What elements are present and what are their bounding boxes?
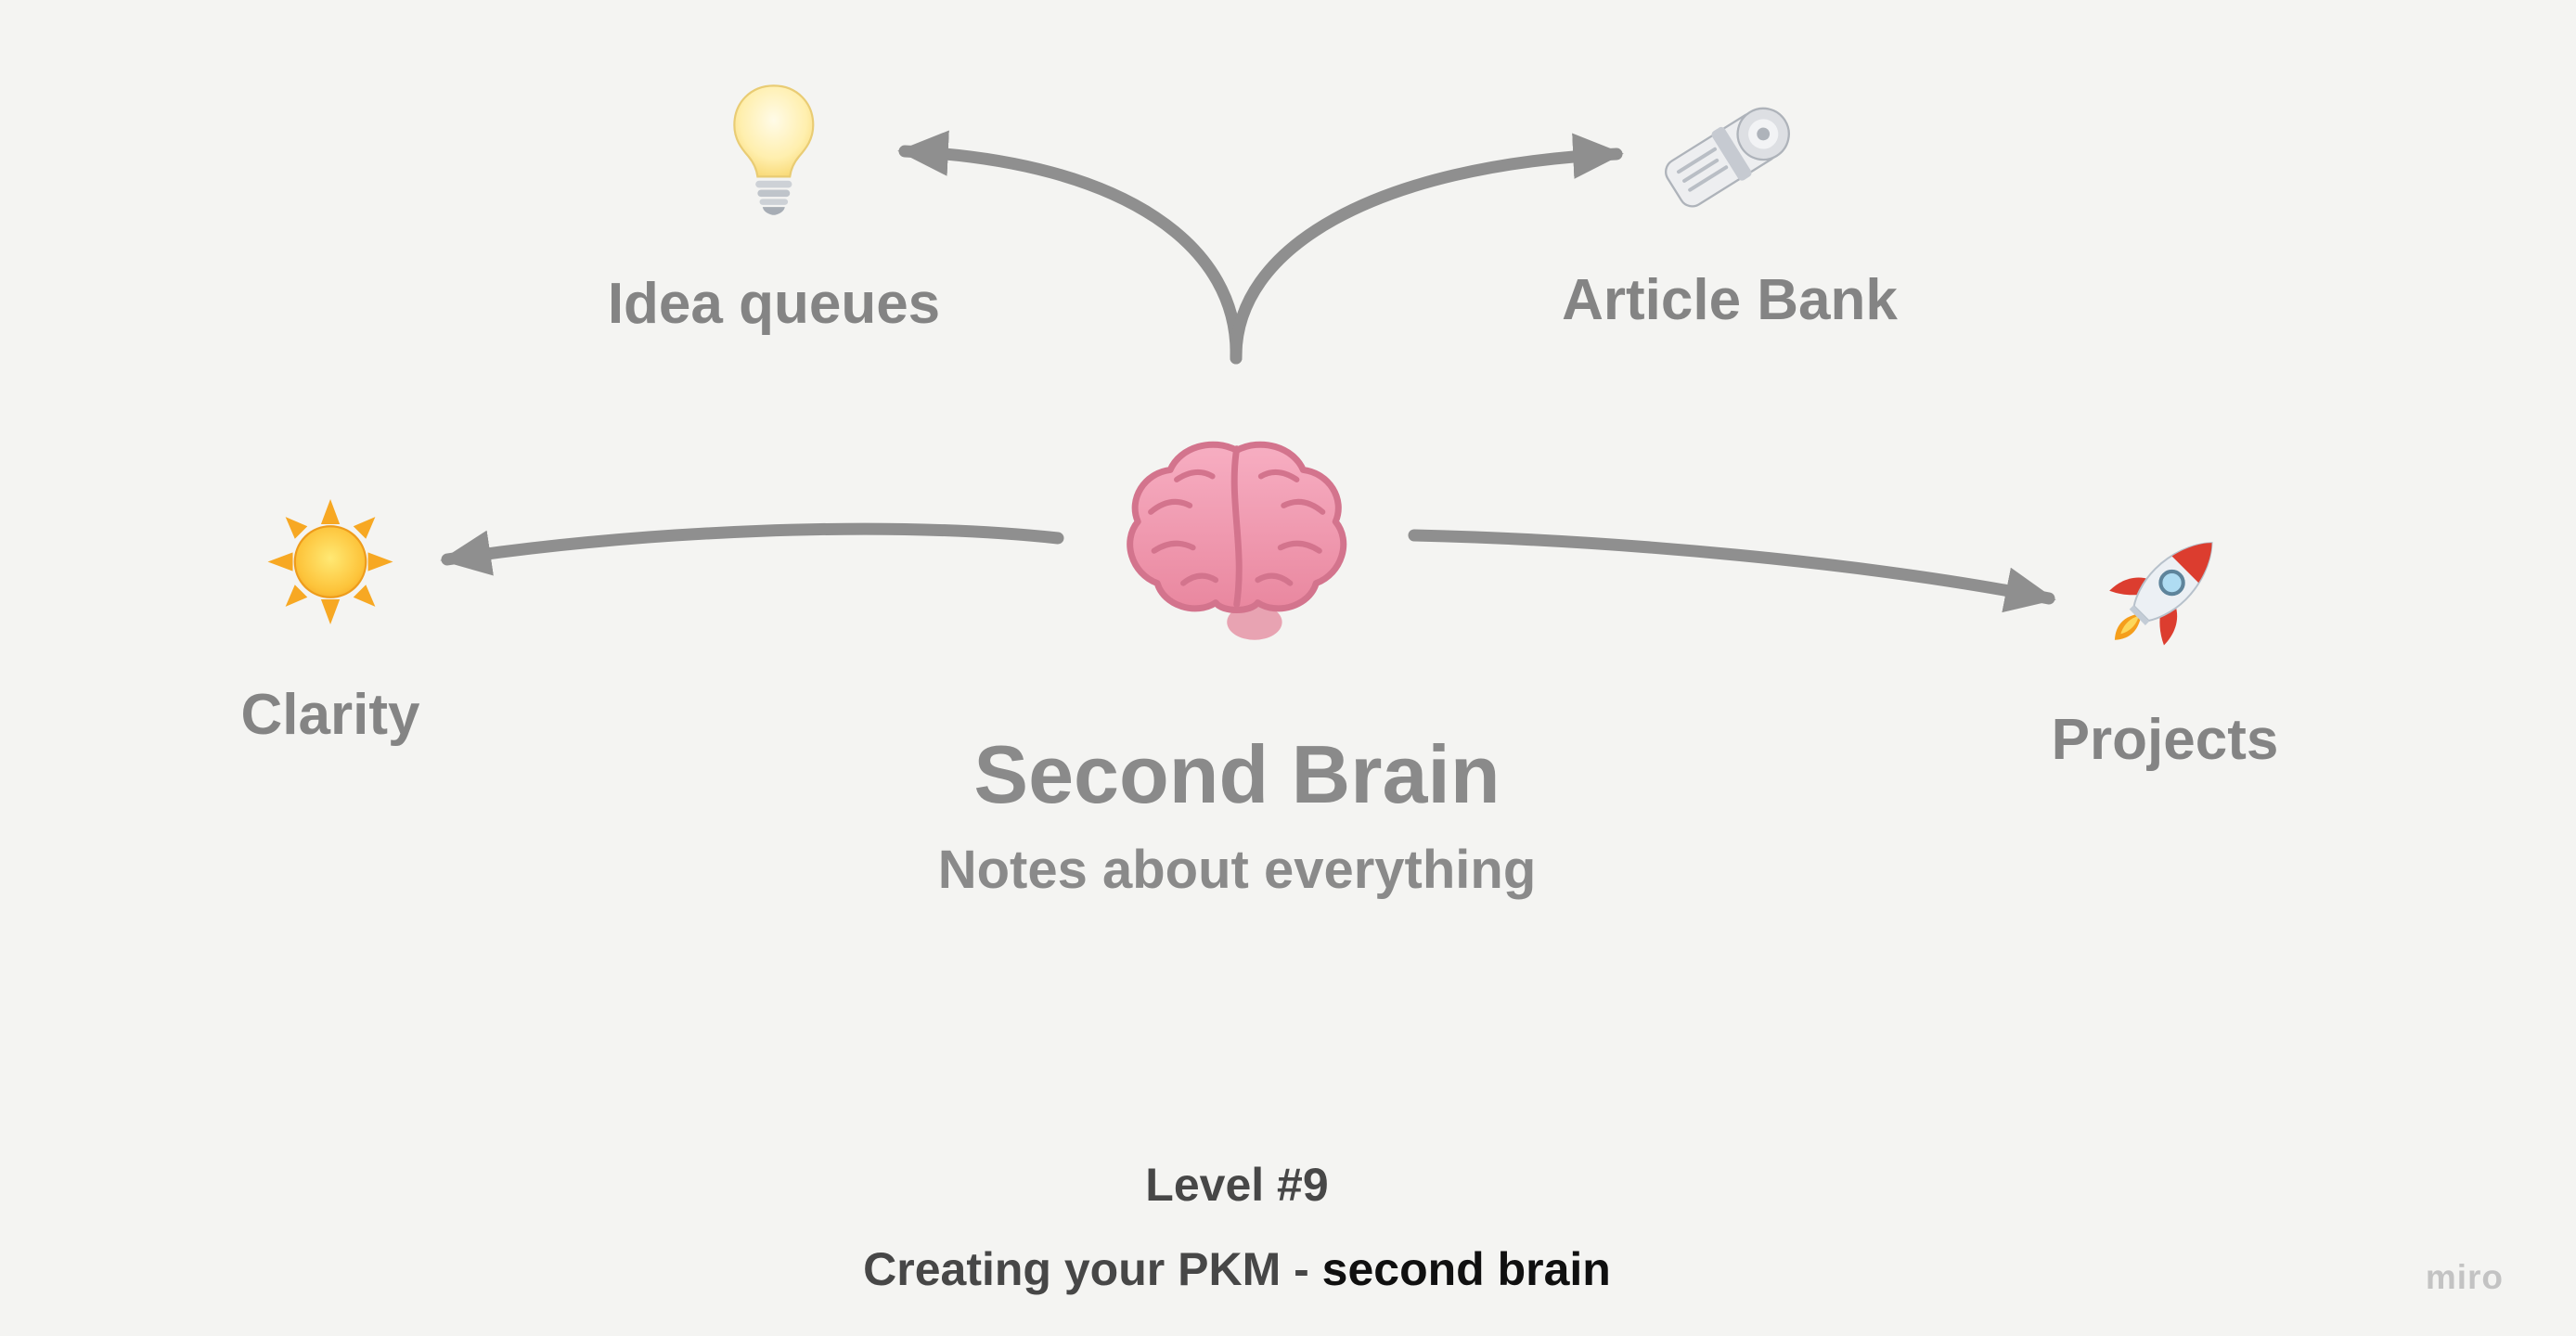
node-clarity[interactable]: Clarity: [240, 499, 420, 748]
miro-logo: miro: [2425, 1258, 2504, 1296]
rocket-icon: [2094, 520, 2235, 661]
brain-icon: [1115, 434, 1359, 645]
arrow-to-article-bank[interactable]: [1230, 133, 1624, 365]
node-idea-queues[interactable]: Idea queues: [608, 82, 940, 337]
arrow-to-clarity[interactable]: [440, 522, 1064, 576]
arrow-to-projects[interactable]: [1408, 529, 2056, 613]
caption-bold: second brain: [1321, 1243, 1611, 1295]
center-subtitle: Notes about everything: [937, 839, 1537, 900]
level-label: Level #9: [1145, 1159, 1329, 1211]
node-second-brain[interactable]: Second Brain Notes about everything: [937, 434, 1537, 900]
caption-prefix: Creating your PKM -: [863, 1243, 1322, 1295]
node-article-bank[interactable]: Article Bank: [1562, 91, 1898, 333]
node-label: Idea queues: [607, 272, 941, 336]
sun-icon: [267, 499, 393, 624]
arrow-to-idea-queues[interactable]: [897, 130, 1243, 365]
caption-line: Creating your PKM - second brain: [863, 1227, 1611, 1312]
center-title: Second Brain: [973, 728, 1501, 820]
newspaper-icon: [1660, 91, 1799, 219]
node-label: Projects: [2051, 708, 2279, 772]
lightbulb-icon: [728, 82, 819, 217]
node-projects[interactable]: Projects: [2051, 520, 2279, 773]
node-label: Clarity: [240, 683, 420, 747]
node-label: Article Bank: [1562, 268, 1898, 332]
level-caption[interactable]: Level #9 Creating your PKM - second brai…: [863, 1143, 1611, 1312]
